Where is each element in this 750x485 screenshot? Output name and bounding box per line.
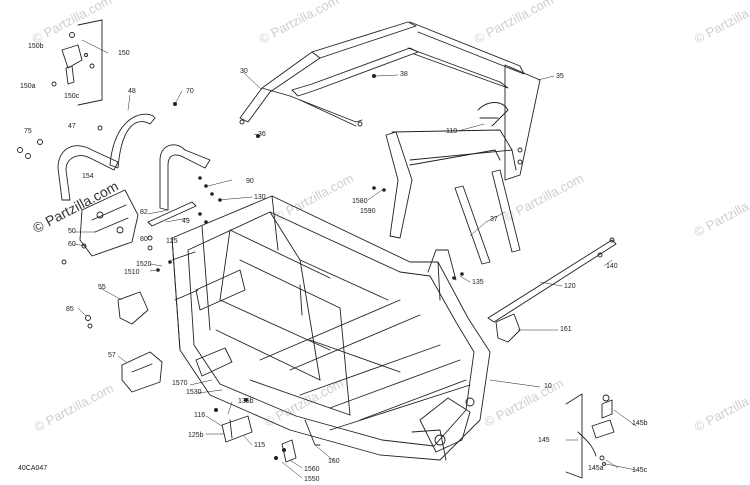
- callout-label: 75: [24, 128, 32, 135]
- callout-label: 125b: [188, 432, 204, 439]
- roll-cage-30: [239, 21, 525, 127]
- leader-lines: [73, 39, 637, 479]
- side-bar-120: [487, 237, 617, 323]
- callout-label: 1580: [352, 198, 368, 205]
- callout-label: 110: [446, 128, 458, 135]
- handle-48: [109, 113, 211, 211]
- callout-label: 57: [108, 352, 116, 359]
- callout-label: 82: [140, 209, 148, 216]
- callout-label: 150a: [20, 83, 36, 90]
- support-tubes-37: [454, 169, 521, 265]
- callout-label: 160: [328, 458, 340, 465]
- callout-label: 1530: [186, 389, 202, 396]
- clamp-115: [221, 415, 253, 443]
- callout-label: 90: [246, 178, 254, 185]
- callout-label: 36: [258, 131, 266, 138]
- callout-label: 1510: [124, 269, 140, 276]
- callout-label: 10: [544, 383, 552, 390]
- callout-label: 38: [400, 71, 408, 78]
- callout-label: 1560: [304, 466, 320, 473]
- main-frame-10: [171, 195, 491, 461]
- callout-label: 85: [66, 306, 74, 313]
- roll-bar-35: [385, 64, 541, 239]
- callout-label: 140: [606, 263, 618, 270]
- hardware-bolts: [156, 74, 464, 460]
- callout-label: 154: [82, 173, 94, 180]
- bracket-161: [495, 313, 521, 343]
- callout-label: 125: [166, 238, 178, 245]
- callout-label: 145c: [632, 467, 648, 474]
- bracket-55: [85, 291, 149, 329]
- callout-label: 145b: [632, 420, 648, 427]
- callout-label: 135: [472, 279, 484, 286]
- callout-label: 1550: [304, 476, 320, 483]
- callout-label: 37: [490, 216, 498, 223]
- callout-label: 1590: [360, 208, 376, 215]
- callout-label: 1570: [172, 380, 188, 387]
- callout-label: 150b: [28, 43, 44, 50]
- callout-label: 115: [254, 442, 266, 449]
- bracket-57: [121, 351, 163, 393]
- rail-82: [147, 201, 197, 251]
- callout-label: 49: [182, 218, 190, 225]
- callout-label: 80: [140, 236, 148, 243]
- bracket-145: [565, 393, 615, 479]
- callout-label: 145: [538, 437, 550, 444]
- callout-label: 47: [68, 123, 76, 130]
- callout-label: 55: [98, 284, 106, 291]
- bracket-50: [61, 189, 139, 265]
- callout-label: 116: [194, 412, 206, 419]
- callout-label: 120: [564, 283, 576, 290]
- callout-label: 30: [240, 68, 248, 75]
- clamp-1560: [281, 439, 297, 463]
- callout-label: 1520: [136, 261, 152, 268]
- callout-label: 60: [68, 241, 76, 248]
- callout-label: 35: [556, 73, 564, 80]
- callout-label: 130: [254, 194, 266, 201]
- callout-label: 48: [128, 88, 136, 95]
- callout-label: 135b: [238, 398, 254, 405]
- callout-label: 145a: [588, 465, 604, 472]
- callout-label: 150c: [64, 93, 80, 100]
- drawing-code: 40CA047: [18, 465, 48, 472]
- callout-label: 50: [68, 228, 76, 235]
- bracket-150: [51, 19, 103, 106]
- callout-label: 150: [118, 50, 130, 57]
- callout-label: 161: [560, 326, 572, 333]
- handle-47: [17, 125, 119, 201]
- callout-label: 70: [186, 88, 194, 95]
